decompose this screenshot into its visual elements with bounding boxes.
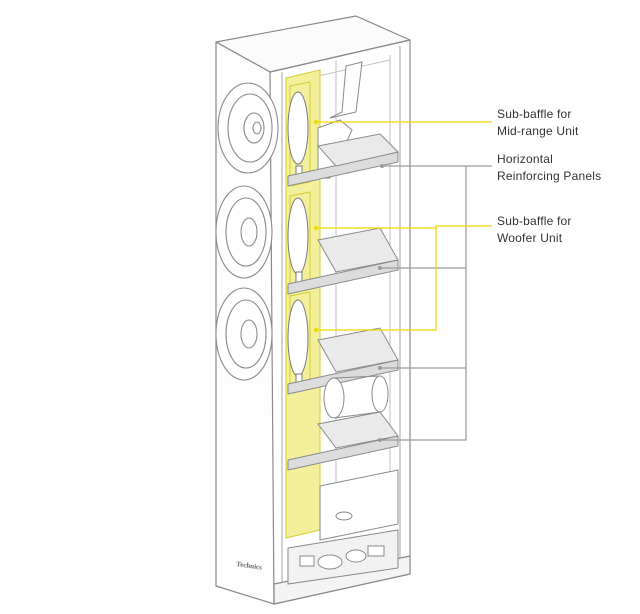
callout-woofer-line1: Sub-baffle for <box>497 214 572 228</box>
crossover-network <box>287 529 399 585</box>
bass-port <box>323 375 389 419</box>
panel-3 <box>287 327 399 395</box>
panel-2 <box>287 227 399 295</box>
bottom-chamber <box>287 469 399 585</box>
callout-midrange-line2: Mid-range Unit <box>497 124 579 138</box>
driver-cones <box>215 82 279 381</box>
callout-panels-line2: Reinforcing Panels <box>497 169 602 183</box>
reinforcing-panels <box>287 133 399 471</box>
leader-lines <box>313 119 492 442</box>
callout-midrange-sub-baffle: Sub-baffle for Mid-range Unit <box>497 106 579 140</box>
driver-baskets <box>287 91 309 387</box>
callout-panels-line1: Horizontal <box>497 152 554 166</box>
midrange-cone <box>217 82 279 174</box>
leader-woofer <box>316 225 492 331</box>
panel-1 <box>287 133 399 187</box>
brand-logo: Technics <box>236 560 263 572</box>
callout-woofer-sub-baffle: Sub-baffle for Woofer Unit <box>497 213 572 247</box>
panel-4 <box>287 411 399 471</box>
callout-woofer-line2: Woofer Unit <box>497 231 563 245</box>
callout-midrange-line1: Sub-baffle for <box>497 107 572 121</box>
woofer-cone-lower <box>215 287 273 381</box>
leader-panels <box>380 165 492 441</box>
woofer-cone-upper <box>215 185 273 279</box>
callout-horizontal-panels: Horizontal Reinforcing Panels <box>497 151 601 185</box>
